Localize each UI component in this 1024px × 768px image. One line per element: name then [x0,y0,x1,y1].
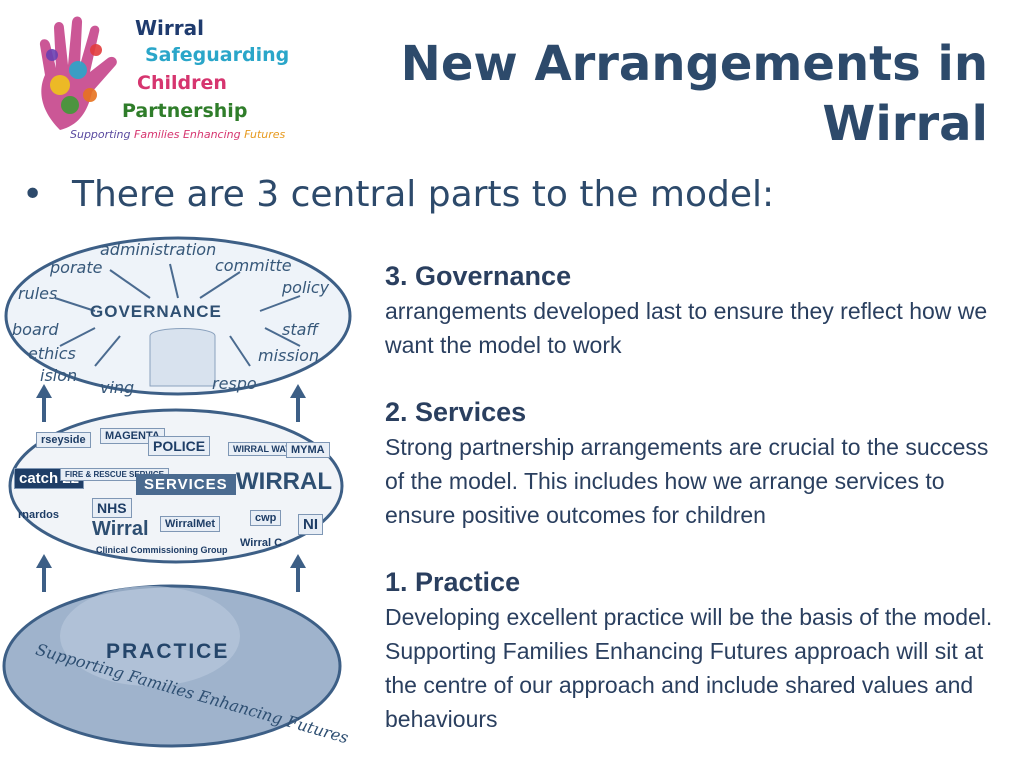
governance-ellipse [4,236,352,396]
section-body: Developing excellent practice will be th… [385,604,993,732]
tagline-part: Supporting [70,128,134,141]
services-logo: POLICE [148,436,211,456]
practice-photo-shade [60,586,240,686]
services-logo: cwp [250,510,282,526]
services-logo: MYMA [286,442,330,458]
bullet-text: There are 3 central parts to the model: [72,174,775,215]
services-logo: WIRRAL [236,468,332,495]
gov-word: rules [18,284,58,303]
section-governance: 3. Governance arrangements developed las… [385,258,995,362]
governance-arrows [54,263,301,367]
gov-word: committe [215,256,292,275]
services-logo: Wirral [92,518,149,540]
tagline-part: Families [134,128,183,141]
services-logo: rnardos [18,509,59,521]
bullet-dot-icon: • [22,174,44,215]
practice-label: PRACTICE [106,640,230,663]
gov-word: mission [258,346,320,365]
gov-word: ision [40,366,78,385]
gov-word: board [12,320,59,339]
logo-line-children: Children [137,72,227,94]
section-services: 2. Services Strong partnership arrangeme… [385,394,995,532]
section-practice: 1. Practice Developing excellent practic… [385,564,995,736]
section-heading: 1. Practice [385,567,521,597]
gov-word: policy [282,278,330,297]
tagline-part: Futures [244,128,286,141]
services-logo: Clinical Commissioning Group [96,545,228,555]
logo-line-safeguarding: Safeguarding [145,44,290,66]
section-body: Strong partnership arrangements are cruc… [385,434,989,528]
services-logo: WirralMet [160,516,221,532]
section-heading: 3. Governance [385,261,572,291]
services-label: SERVICES [136,474,236,495]
hand-print-icon [39,16,117,130]
up-arrows [36,384,306,592]
services-logo: Wirral C [240,537,283,549]
wirral-logo: Wirral Safeguarding Children Partnership… [30,10,300,145]
bullet-item: • There are 3 central parts to the model: [22,174,774,215]
tagline-part: Enhancing [182,128,245,141]
gov-word: porate [50,258,103,277]
gov-word: ving [100,378,135,397]
section-heading: 2. Services [385,397,527,427]
governance-label: GOVERNANCE [90,302,222,321]
gov-word: staff [282,320,318,339]
gov-word: administration [100,240,217,259]
slide-title: New Arrangements in Wirral [400,36,988,152]
services-logo: rseyside [36,432,91,448]
services-logo: NHS [92,498,132,518]
model-diagram: administration porate committe rules pol… [0,236,360,756]
hand-shape [149,328,216,387]
gov-word: respo [212,374,257,393]
logo-line-wirral: Wirral [135,16,204,40]
gov-word: ethics [28,344,76,363]
logo-tagline: Supporting Families Enhancing Futures [70,128,285,141]
logo-line-partnership: Partnership [122,100,248,122]
section-body: arrangements developed last to ensure th… [385,298,988,358]
services-logo: NI [298,514,323,535]
